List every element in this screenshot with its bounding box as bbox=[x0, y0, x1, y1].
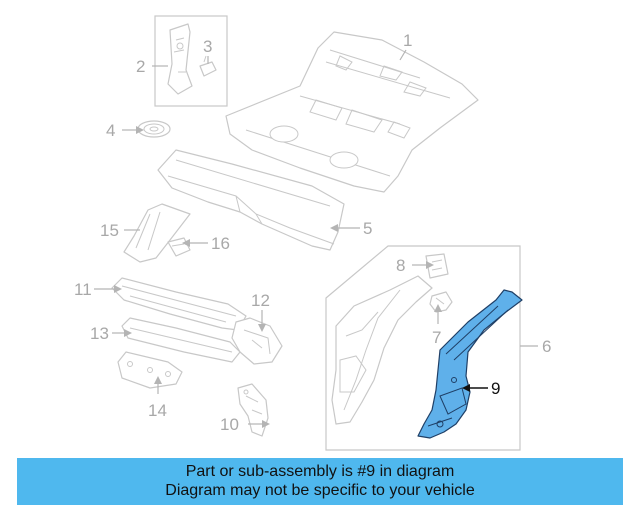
banner-line-1: Part or sub-assembly is #9 in diagram bbox=[185, 463, 455, 480]
info-banner: Part or sub-assembly is #9 in diagram Di… bbox=[17, 458, 623, 505]
part-10-bracket[interactable] bbox=[237, 383, 269, 437]
callout-10[interactable]: 10 bbox=[220, 415, 239, 434]
callout-13[interactable]: 13 bbox=[90, 324, 109, 343]
callout-12[interactable]: 12 bbox=[251, 291, 270, 310]
part-2-bracket[interactable] bbox=[167, 23, 193, 95]
part-1-rear-floor-pan[interactable] bbox=[225, 31, 479, 193]
part-14-plate[interactable] bbox=[117, 351, 183, 389]
part-6-quarter-panel[interactable] bbox=[331, 275, 433, 425]
banner-line-2: Diagram may not be specific to your vehi… bbox=[165, 482, 475, 499]
part-7-bracket[interactable] bbox=[429, 291, 453, 313]
callout-labels: 1 2 3 4 5 15 16 11 12 13 14 10 8 7 6 9 bbox=[74, 31, 551, 434]
parts-diagram: 1 2 3 4 5 15 16 11 12 13 14 10 8 7 6 9 bbox=[74, 15, 551, 451]
callout-14[interactable]: 14 bbox=[148, 401, 167, 420]
part-5-crossmember[interactable] bbox=[157, 149, 345, 251]
callout-11[interactable]: 11 bbox=[74, 280, 92, 299]
callout-7[interactable]: 7 bbox=[432, 328, 441, 347]
callout-2[interactable]: 2 bbox=[136, 57, 145, 76]
callout-8[interactable]: 8 bbox=[396, 256, 405, 275]
part-9-highlighted-pillar[interactable] bbox=[417, 289, 523, 439]
callout-9[interactable]: 9 bbox=[491, 379, 500, 398]
callout-16[interactable]: 16 bbox=[211, 234, 230, 253]
part-12-bracket[interactable] bbox=[231, 317, 283, 365]
callout-4[interactable]: 4 bbox=[106, 121, 115, 140]
leader-arrowheads bbox=[114, 126, 470, 428]
callout-5[interactable]: 5 bbox=[363, 219, 372, 238]
part-4-plug[interactable] bbox=[137, 120, 171, 138]
part-2-3-group-box bbox=[154, 15, 228, 107]
callout-15[interactable]: 15 bbox=[100, 221, 119, 240]
part-8-bracket[interactable] bbox=[425, 253, 449, 279]
callout-6[interactable]: 6 bbox=[542, 337, 551, 356]
part-15-bracket[interactable] bbox=[123, 203, 191, 263]
part-13-rail[interactable] bbox=[121, 317, 241, 363]
callout-3[interactable]: 3 bbox=[203, 37, 212, 56]
leader-lines bbox=[94, 49, 538, 425]
callout-1[interactable]: 1 bbox=[403, 31, 412, 50]
part-6-group-box bbox=[325, 245, 521, 451]
